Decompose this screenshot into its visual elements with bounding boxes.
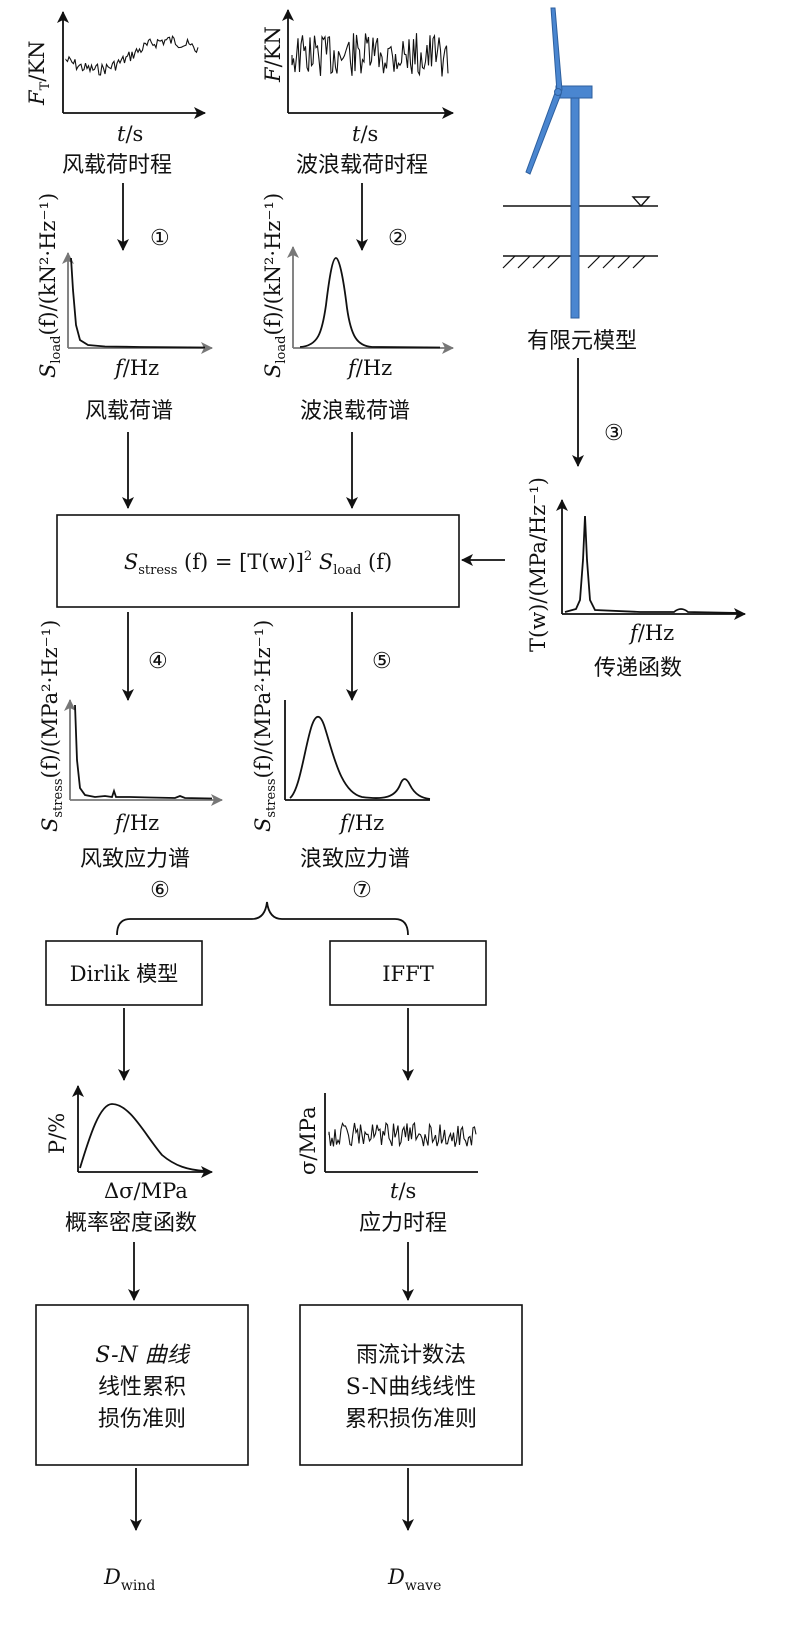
- step-1-marker: ①: [150, 226, 170, 251]
- wave-sstress-axis-label: Sstress(f)/(MPa²·Hz⁻¹): [251, 620, 279, 832]
- sigma-axis-label: σ/MPa: [296, 1106, 320, 1175]
- wind-turbine-icon: [525, 7, 593, 319]
- wave-load-history-label: 波浪载荷时程: [296, 153, 428, 178]
- step-5-marker: ⑤: [372, 649, 392, 674]
- sn-right-line-1: 雨流计数法: [356, 1343, 466, 1368]
- wind-stress-spectrum-label: 风致应力谱: [80, 847, 190, 872]
- water-level-icon: [631, 196, 651, 208]
- d-wave-label: Dwave: [387, 1565, 441, 1594]
- wave-stress-fhz-axis-label: f/Hz: [338, 811, 384, 835]
- step-2-marker: ②: [388, 226, 408, 251]
- wind-load-signal: [65, 35, 199, 76]
- stress-history-plot: σ/MPa t/s 应力时程: [296, 1093, 478, 1236]
- wind-load-spectrum-curve: [70, 257, 206, 349]
- d-wind-label: Dwind: [103, 1565, 155, 1594]
- ifft-label: IFFT: [382, 962, 433, 986]
- tw-axis-label: T(w)/(MPa/Hz⁻¹): [526, 477, 550, 652]
- stress-signal: [328, 1121, 477, 1148]
- wind-stress-spectrum-curve: [74, 704, 213, 800]
- wind-fhz-axis-label: f/Hz: [113, 356, 159, 380]
- step-6-marker: ⑥: [150, 878, 170, 903]
- wave-load-spectrum-curve: [299, 257, 441, 349]
- stress-t-axis-label: t/s: [390, 1179, 416, 1203]
- sn-left-line-1: S-N 曲线: [95, 1343, 191, 1368]
- wind-stress-spectrum-plot: Sstress(f)/(MPa²·Hz⁻¹) f/Hz 风致应力谱: [38, 620, 223, 872]
- sn-right-line-3: 累积损伤准则: [345, 1407, 477, 1432]
- wave-stress-spectrum-curve: [289, 715, 431, 800]
- step-4-marker: ④: [148, 649, 168, 674]
- pdf-plot: P/% Δσ/MPa 概率密度函数: [45, 1085, 213, 1236]
- wave-load-spectrum-label: 波浪载荷谱: [300, 399, 410, 424]
- seabed-hatch: [502, 255, 646, 269]
- wave-stress-spectrum-label: 浪致应力谱: [300, 847, 410, 872]
- dirlik-model-label: Dirlik 模型: [70, 962, 178, 986]
- dirlik-model-box: Dirlik 模型: [45, 940, 203, 1006]
- step-7-marker: ⑦: [352, 878, 372, 903]
- wave-stress-spectrum-plot: Sstress(f)/(MPa²·Hz⁻¹) f/Hz 浪致应力谱: [251, 620, 431, 872]
- wind-t-axis-label: t/s: [117, 122, 143, 146]
- wind-load-spectrum-label: 风载荷谱: [85, 399, 173, 424]
- wind-ft-axis-label: FT/KN: [25, 41, 53, 106]
- wave-sload-axis-label: Sload(f)/(kN²·Hz⁻¹): [261, 193, 289, 378]
- sn-left-line-3: 损伤准则: [98, 1407, 186, 1432]
- pdf-label: 概率密度函数: [65, 1211, 197, 1236]
- pdf-curve: [79, 1103, 206, 1172]
- sn-damage-box-right: 雨流计数法 S-N曲线线性 累积损伤准则: [299, 1304, 523, 1466]
- split-brace: [116, 901, 409, 936]
- wind-load-history-plot: FT/KN t/s 风载荷时程: [25, 11, 206, 178]
- stress-history-label: 应力时程: [359, 1211, 447, 1236]
- wind-load-history-label: 风载荷时程: [62, 153, 172, 178]
- wind-load-spectrum-plot: Sload(f)/(kN²·Hz⁻¹) f/Hz 风载荷谱: [36, 193, 213, 424]
- transfer-function-curve: [564, 515, 741, 614]
- stress-equation: Sstress (f) = [T(w)]2 Sload (f): [124, 549, 392, 578]
- wave-load-history-plot: F/KN t/s 波浪载荷时程: [261, 9, 454, 178]
- fe-model: 有限元模型: [502, 7, 658, 354]
- sn-damage-box-left: S-N 曲线 线性累积 损伤准则: [35, 1304, 249, 1466]
- transfer-function-plot: T(w)/(MPa/Hz⁻¹) f/Hz 传递函数: [526, 477, 746, 681]
- wind-sstress-axis-label: Sstress(f)/(MPa²·Hz⁻¹): [38, 620, 66, 832]
- wave-load-signal: [291, 33, 449, 77]
- dsigma-axis-label: Δσ/MPa: [104, 1179, 188, 1203]
- step-3-marker: ③: [604, 421, 624, 446]
- wave-t-axis-label: t/s: [352, 122, 378, 146]
- wave-fhz-axis-label: f/Hz: [346, 356, 392, 380]
- wave-load-spectrum-plot: Sload(f)/(kN²·Hz⁻¹) f/Hz 波浪载荷谱: [261, 193, 454, 424]
- wind-stress-fhz-axis-label: f/Hz: [113, 811, 159, 835]
- fe-model-label: 有限元模型: [527, 329, 637, 354]
- sn-right-line-2: S-N曲线线性: [346, 1375, 477, 1400]
- sn-left-line-2: 线性累积: [98, 1375, 186, 1400]
- wave-f-axis-label: F/KN: [261, 26, 285, 83]
- ifft-box: IFFT: [329, 940, 487, 1006]
- tf-fhz-axis-label: f/Hz: [628, 621, 674, 645]
- transfer-function-label: 传递函数: [594, 656, 682, 681]
- wind-sload-axis-label: Sload(f)/(kN²·Hz⁻¹): [36, 193, 64, 378]
- stress-equation-box: Sstress (f) = [T(w)]2 Sload (f): [56, 514, 460, 608]
- p-axis-label: P/%: [45, 1113, 69, 1154]
